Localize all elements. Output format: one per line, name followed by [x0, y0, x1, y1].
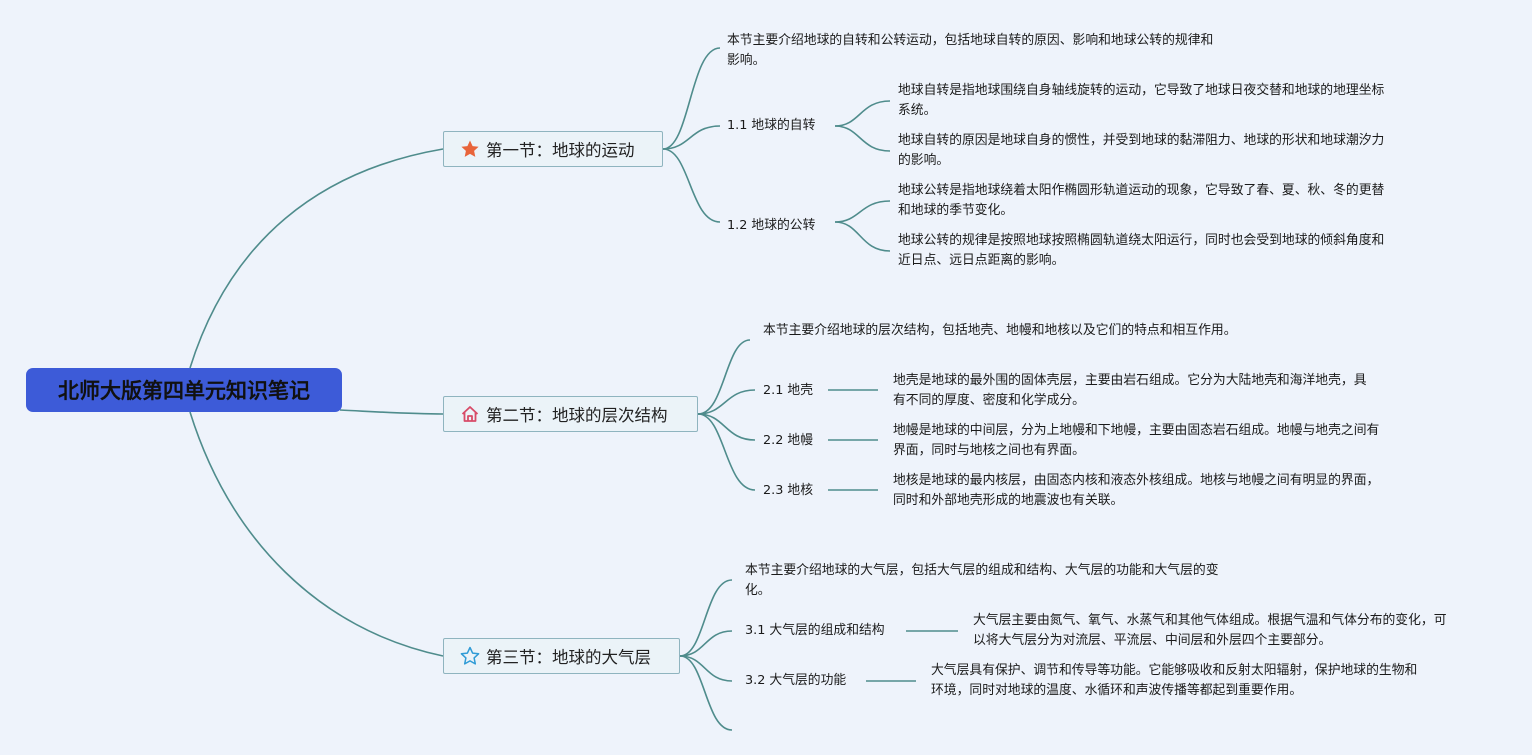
topic-2-3-note: 地核是地球的最内核层，由固态内核和液态外核组成。地核与地幔之间有明显的界面，同时… [893, 473, 1380, 508]
section-1-node[interactable]: 第一节：地球的运动 [443, 131, 663, 167]
topic-3-2-note: 大气层具有保护、调节和传导等功能。它能够吸收和反射太阳辐射，保护地球的生物和环境… [931, 663, 1418, 698]
topic-3-2-label[interactable]: 3.2 大气层的功能 [745, 673, 847, 688]
topic-1-2-label[interactable]: 1.2 地球的公转 [727, 218, 816, 233]
topic-2-3-label[interactable]: 2.3 地核 [763, 483, 814, 498]
root-topic[interactable]: 北师大版第四单元知识笔记 [26, 368, 342, 412]
topic-1-2-note-1: 地球公转是指地球绕着太阳作椭圆形轨道运动的现象，它导致了春、夏、秋、冬的更替和地… [898, 183, 1385, 218]
topic-1-1-label[interactable]: 1.1 地球的自转 [727, 118, 816, 133]
section-1-intro: 本节主要介绍地球的自转和公转运动，包括地球自转的原因、影响和地球公转的规律和影响… [727, 33, 1214, 68]
topic-2-2-note: 地幔是地球的中间层，分为上地幔和下地幔，主要由固态岩石组成。地幔与地壳之间有界面… [893, 423, 1380, 458]
topic-2-2-label[interactable]: 2.2 地幔 [763, 433, 814, 448]
section-2-title: 第二节：地球的层次结构 [486, 406, 668, 425]
topic-1-2-note-2: 地球公转的规律是按照地球按照椭圆轨道绕太阳运行，同时也会受到地球的倾斜角度和近日… [898, 233, 1385, 268]
star-outline-icon [460, 646, 480, 666]
section-2-node[interactable]: 第二节：地球的层次结构 [443, 396, 698, 432]
topic-2-1-note: 地壳是地球的最外围的固体壳层，主要由岩石组成。它分为大陆地壳和海洋地壳，具有不同… [893, 373, 1367, 408]
section-1-title: 第一节：地球的运动 [486, 141, 635, 160]
root-title: 北师大版第四单元知识笔记 [58, 379, 310, 403]
topic-2-1-label[interactable]: 2.1 地壳 [763, 383, 814, 398]
topic-1-1-note-2: 地球自转的原因是地球自身的惯性，并受到地球的黏滞阻力、地球的形状和地球潮汐力的影… [898, 133, 1385, 168]
section-3-title: 第三节：地球的大气层 [486, 648, 651, 667]
topic-1-1-note-1: 地球自转是指地球围绕自身轴线旋转的运动，它导致了地球日夜交替和地球的地理坐标系统… [898, 83, 1385, 118]
star-filled-icon [460, 139, 480, 159]
section-3-node[interactable]: 第三节：地球的大气层 [443, 638, 680, 674]
house-icon [460, 404, 480, 424]
topic-3-1-label[interactable]: 3.1 大气层的组成和结构 [745, 623, 885, 638]
section-2-intro: 本节主要介绍地球的层次结构，包括地壳、地幔和地核以及它们的特点和相互作用。 [763, 323, 1237, 338]
section-3-intro: 本节主要介绍地球的大气层，包括大气层的组成和结构、大气层的功能和大气层的变化。 [745, 563, 1219, 598]
topic-3-1-note: 大气层主要由氮气、氧气、水蒸气和其他气体组成。根据气温和气体分布的变化，可以将大… [973, 613, 1447, 648]
